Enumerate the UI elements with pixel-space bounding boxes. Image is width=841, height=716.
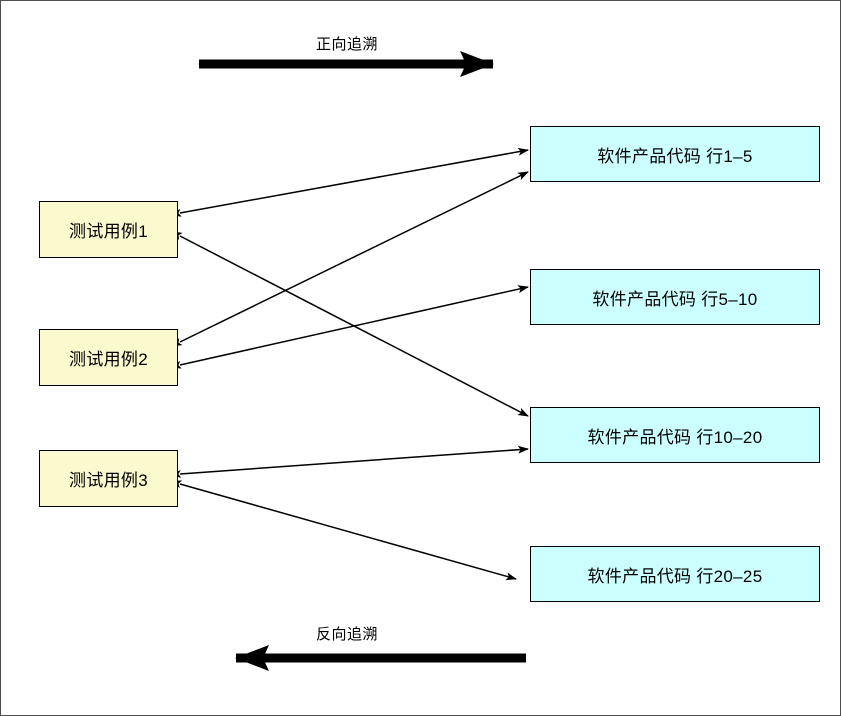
traceability-links	[170, 147, 529, 581]
forward-trace-label: 正向追溯	[316, 36, 379, 53]
node-code-4[interactable]: 软件产品代码 行20–25	[530, 546, 820, 602]
link-testcase3-code2	[170, 285, 529, 369]
node-code-2-label: 软件产品代码 行5–10	[592, 289, 758, 309]
node-testcase-3-label: 测试用例3	[69, 471, 148, 490]
backward-trace-label: 反向追溯	[316, 626, 379, 643]
node-code-1[interactable]: 软件产品代码 行1–5	[530, 126, 820, 182]
link-testcase2-code3	[170, 445, 529, 478]
node-code-4-label: 软件产品代码 行20–25	[587, 566, 763, 586]
node-testcase-1[interactable]: 测试用例1	[39, 201, 178, 258]
node-code-1-label: 软件产品代码 行1–5	[597, 146, 753, 166]
link-testcase1-code1	[170, 147, 529, 217]
link-testcase3-code4	[170, 480, 517, 581]
node-testcase-3[interactable]: 测试用例3	[39, 450, 178, 507]
node-testcase-2[interactable]: 测试用例2	[39, 329, 178, 386]
node-code-3-label: 软件产品代码 行10–20	[587, 427, 763, 447]
node-code-2[interactable]: 软件产品代码 行5–10	[530, 269, 820, 325]
node-testcase-2-label: 测试用例2	[69, 350, 148, 369]
link-testcase2-code1	[171, 171, 529, 347]
node-code-3[interactable]: 软件产品代码 行10–20	[530, 407, 820, 463]
node-testcase-1-label: 测试用例1	[69, 222, 148, 241]
